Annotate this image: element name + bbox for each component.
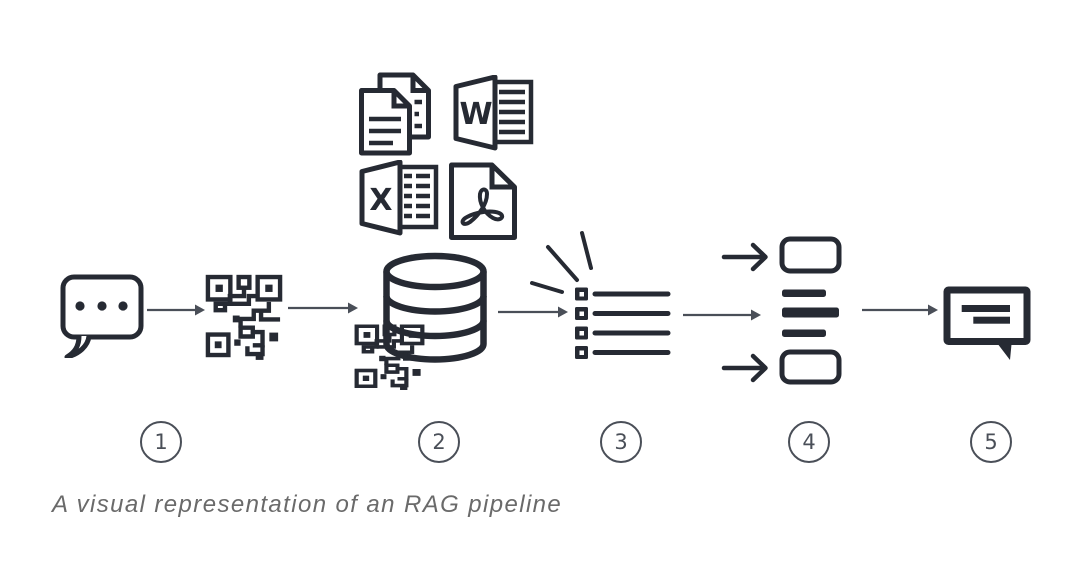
step-badge-5: 5	[970, 421, 1012, 463]
step-number: 2	[432, 430, 446, 454]
flow-arrow-icon	[497, 301, 569, 323]
embedding-qr-icon	[205, 274, 283, 360]
step-badge-1: 1	[140, 421, 182, 463]
word-letter: W	[459, 97, 492, 132]
context-merge-icon	[719, 231, 845, 386]
step-number: 5	[984, 430, 998, 454]
flow-arrow-icon	[861, 299, 939, 321]
embedded-chunk-qr-icon	[354, 324, 425, 390]
flow-arrow-icon	[146, 299, 206, 321]
merge-arrow-top	[721, 242, 768, 272]
step-number: 1	[154, 430, 168, 454]
step-number: 3	[614, 430, 628, 454]
step-badge-4: 4	[788, 421, 830, 463]
answer-chat-bubble-icon	[935, 280, 1045, 370]
word-file-icon: W	[449, 75, 535, 153]
pdf-file-icon	[448, 162, 522, 241]
excel-letter: X	[369, 183, 392, 218]
merge-arrow-bottom	[721, 353, 768, 383]
excel-file-icon: X	[356, 160, 442, 238]
retrieved-chunks-list-icon	[528, 228, 678, 363]
step-badge-3: 3	[600, 421, 642, 463]
shine-lines-icon	[530, 231, 593, 294]
flow-arrow-icon	[287, 297, 359, 319]
copied-documents-icon	[353, 72, 437, 156]
step-number: 4	[802, 430, 816, 454]
step-badge-2: 2	[418, 421, 460, 463]
query-chat-bubble-icon	[60, 274, 144, 358]
flow-arrow-icon	[682, 304, 762, 326]
diagram-caption: A visual representation of an RAG pipeli…	[52, 491, 563, 518]
